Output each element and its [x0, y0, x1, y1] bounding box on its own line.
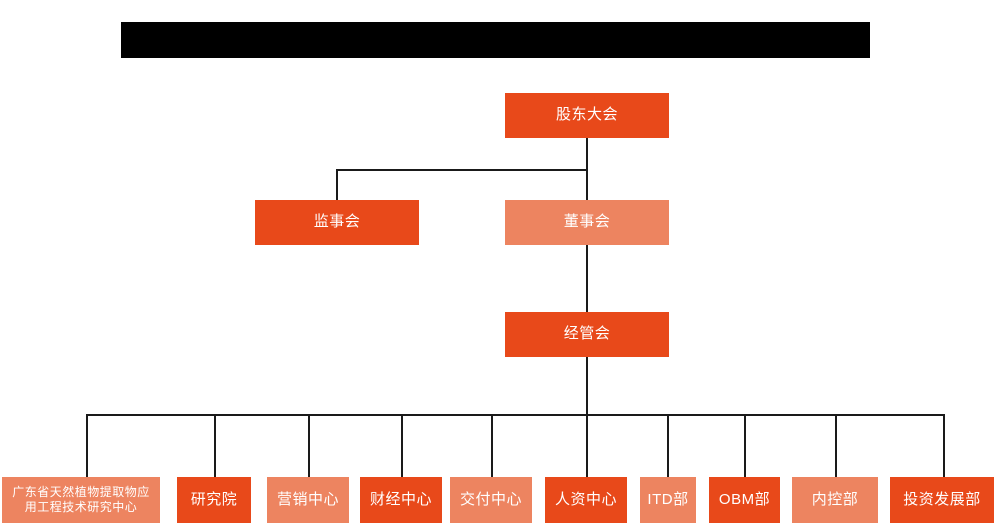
- connector-drop-hr: [586, 414, 588, 477]
- redacted-title-bar: [121, 22, 870, 58]
- node-investment-label: 投资发展部: [903, 490, 981, 508]
- node-delivery-label: 交付中心: [459, 490, 522, 508]
- node-shareholders-label: 股东大会: [555, 106, 618, 124]
- node-institute[interactable]: 研究院: [177, 477, 251, 523]
- connector-drop-itd: [667, 414, 669, 477]
- node-marketing[interactable]: 营销中心: [267, 477, 349, 523]
- connector-drop-obm: [744, 414, 746, 477]
- node-itd[interactable]: ITD部: [640, 477, 696, 523]
- node-supervisors[interactable]: 监事会: [255, 200, 419, 245]
- connector-drop-investment: [943, 414, 945, 477]
- connector-shareholders-down: [586, 138, 588, 170]
- connector-departments-bus: [86, 414, 944, 416]
- node-institute-label: 研究院: [190, 490, 238, 508]
- node-obm[interactable]: OBM部: [709, 477, 780, 523]
- node-research-center-label: 广东省天然植物提取物应 用工程技术研究中心: [12, 485, 150, 514]
- connector-directors-to-management: [586, 244, 588, 312]
- node-obm-label: OBM部: [718, 490, 771, 508]
- node-itd-label: ITD部: [647, 490, 689, 508]
- connector-drop-directors: [586, 169, 588, 201]
- connector-drop-delivery: [491, 414, 493, 477]
- connector-drop-finance: [401, 414, 403, 477]
- connector-drop-institute: [214, 414, 216, 477]
- node-management[interactable]: 经管会: [505, 312, 669, 357]
- node-internal-control[interactable]: 内控部: [792, 477, 878, 523]
- node-directors[interactable]: 董事会: [505, 200, 669, 245]
- connector-management-down: [586, 357, 588, 415]
- node-shareholders[interactable]: 股东大会: [505, 93, 669, 138]
- connector-drop-research-center: [86, 414, 88, 477]
- node-finance[interactable]: 财经中心: [360, 477, 442, 523]
- node-delivery[interactable]: 交付中心: [450, 477, 532, 523]
- connector-drop-supervisors: [336, 169, 338, 201]
- node-investment[interactable]: 投资发展部: [890, 477, 994, 523]
- connector-drop-internal-control: [835, 414, 837, 477]
- connector-level2-bus: [336, 169, 588, 171]
- connector-drop-marketing: [308, 414, 310, 477]
- node-research-center[interactable]: 广东省天然植物提取物应 用工程技术研究中心: [2, 477, 160, 523]
- node-hr-label: 人资中心: [554, 490, 617, 508]
- node-supervisors-label: 监事会: [313, 213, 361, 231]
- node-finance-label: 财经中心: [369, 490, 432, 508]
- node-directors-label: 董事会: [563, 213, 611, 231]
- node-hr[interactable]: 人资中心: [545, 477, 627, 523]
- node-marketing-label: 营销中心: [276, 490, 339, 508]
- node-management-label: 经管会: [563, 325, 611, 343]
- node-internal-control-label: 内控部: [811, 490, 859, 508]
